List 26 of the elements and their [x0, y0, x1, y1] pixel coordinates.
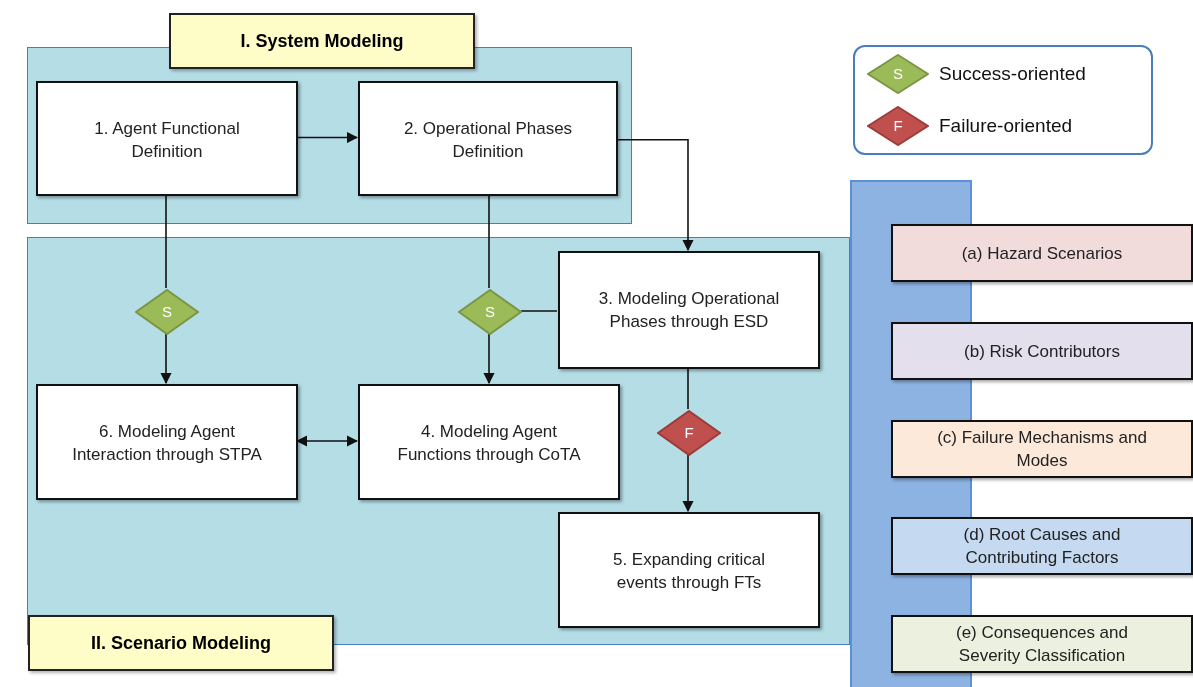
connector-arrow: [616, 139, 694, 252]
connector-arrow: [682, 454, 694, 513]
process-box: 1. Agent Functional Definition: [36, 81, 298, 196]
diamond-letter: F: [893, 115, 903, 136]
category-box: (b) Risk Contributors: [891, 322, 1193, 380]
process-box: 4. Modeling Agent Functions through CoTA: [358, 384, 620, 500]
legend-label: Failure-oriented: [939, 113, 1073, 138]
decision-diamond: S: [458, 289, 522, 335]
process-box: 5. Expanding critical events through FTs: [558, 512, 820, 628]
connector-arrow: [160, 333, 172, 385]
category-box: (c) Failure Mechanisms and Modes: [891, 420, 1193, 478]
process-box: 6. Modeling Agent Interaction through STPA: [36, 384, 298, 500]
section-title: II. Scenario Modeling: [28, 615, 334, 671]
category-box: (a) Hazard Scenarios: [891, 224, 1193, 282]
category-box: (d) Root Causes and Contributing Factors: [891, 517, 1193, 575]
process-box: 2. Operational Phases Definition: [358, 81, 618, 196]
decision-diamond: S: [135, 289, 199, 335]
connector-arrow: [296, 131, 359, 144]
decision-diamond: F: [657, 410, 721, 456]
section-title: I. System Modeling: [169, 13, 475, 69]
connector-arrow: [483, 333, 495, 385]
legend-label: Success-oriented: [939, 61, 1086, 86]
process-box: 3. Modeling Operational Phases through ESD: [558, 251, 820, 369]
connector-arrow: [295, 435, 359, 447]
diamond-letter: S: [893, 63, 903, 84]
category-box: (e) Consequences and Severity Classification: [891, 615, 1193, 673]
